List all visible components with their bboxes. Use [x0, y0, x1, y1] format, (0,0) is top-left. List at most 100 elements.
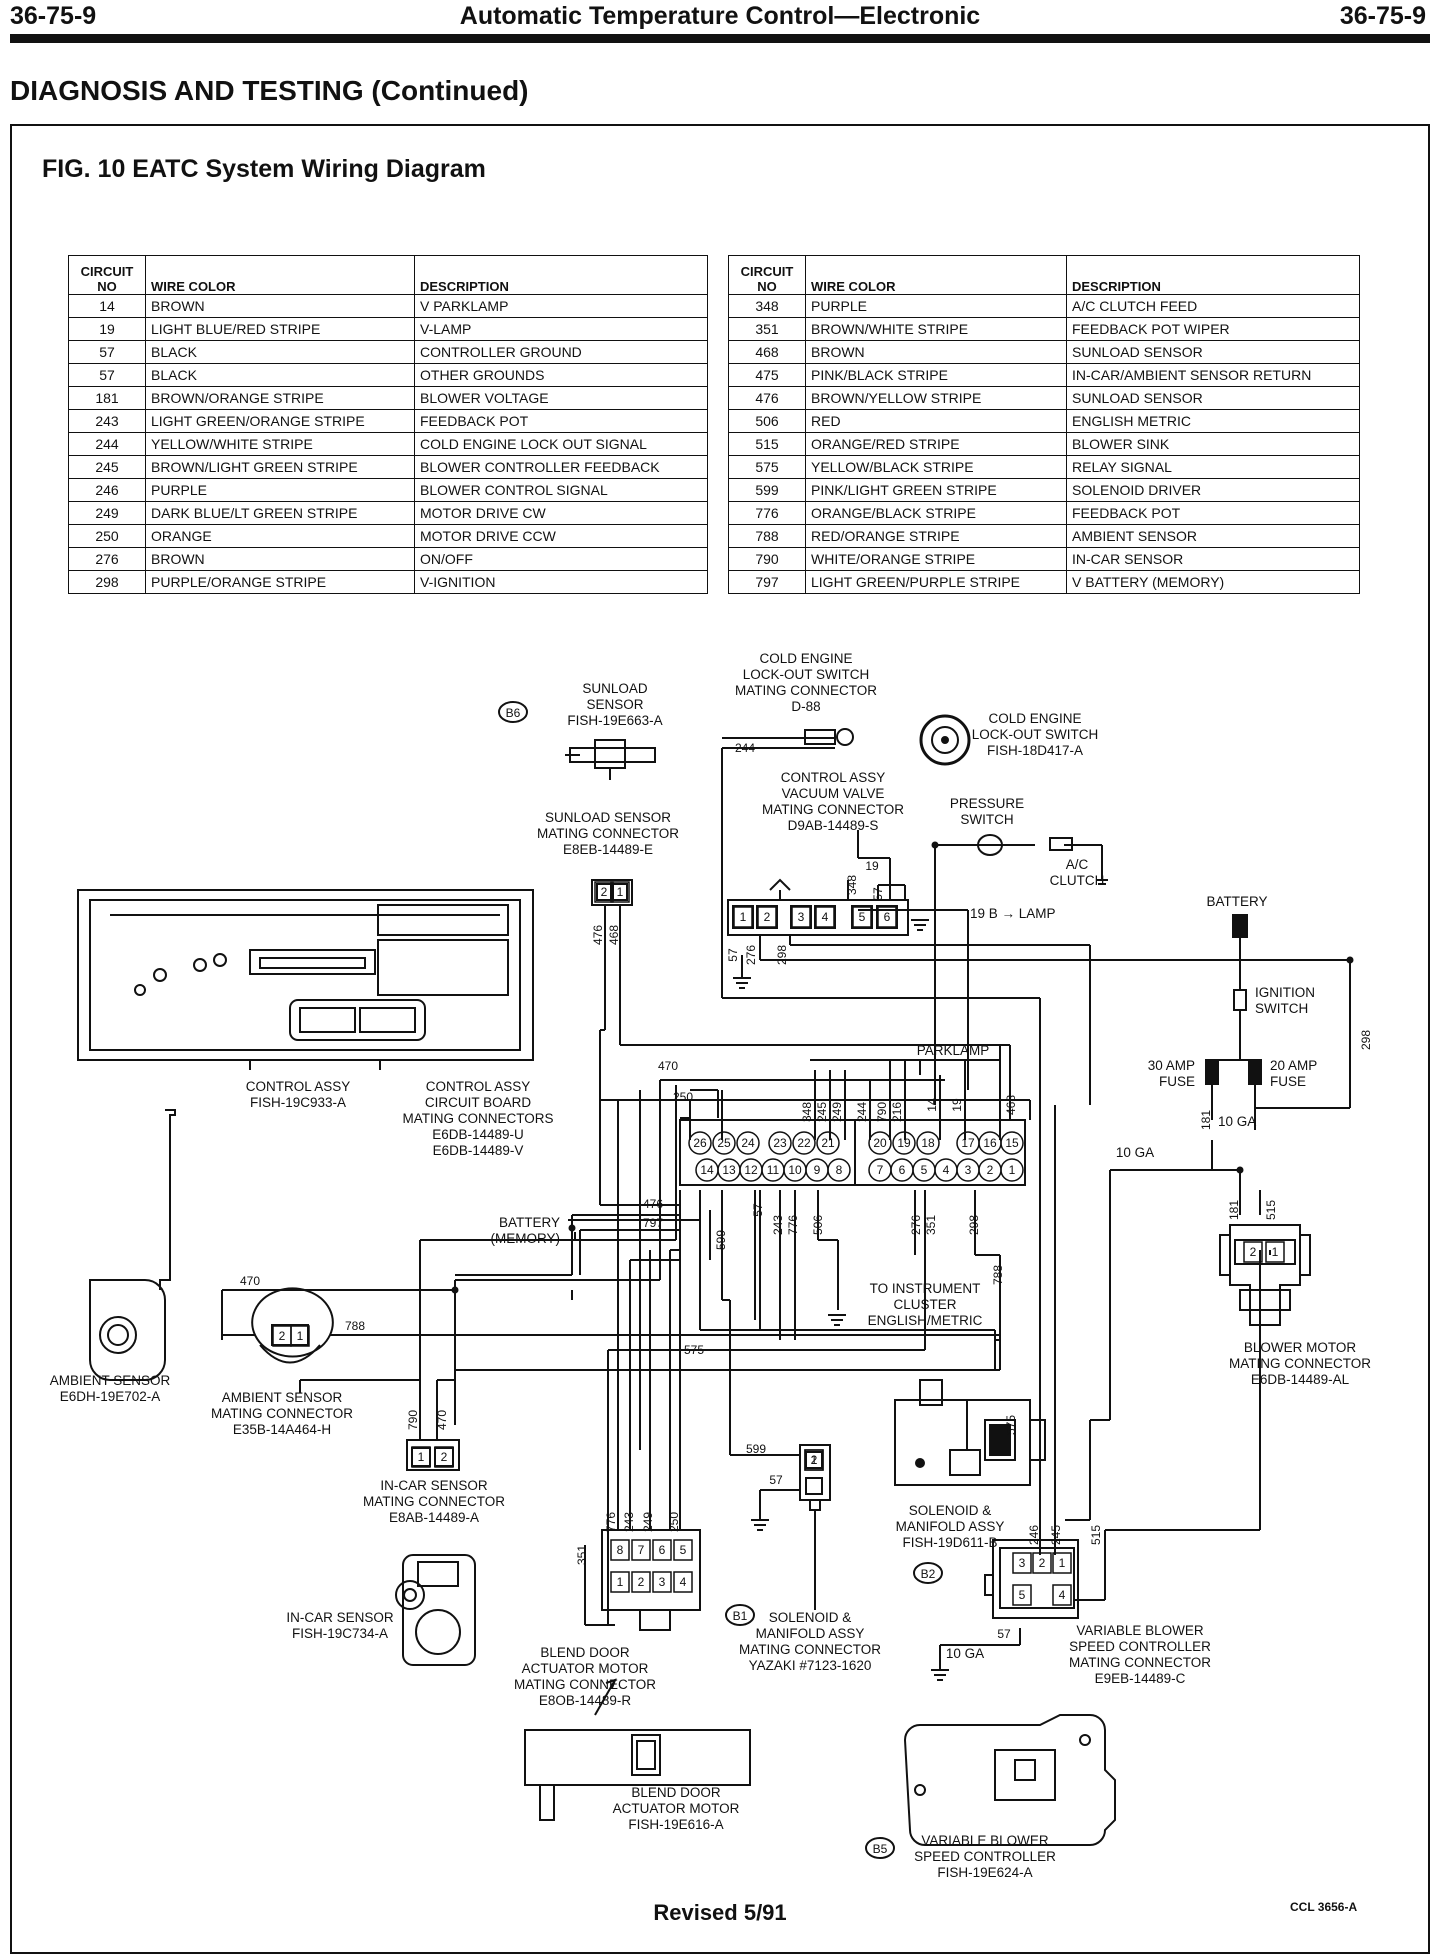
blend-door-motor-body [524, 1729, 751, 1821]
instrument-cluster-label: CLUSTER [893, 1297, 956, 1312]
cold-engine-connector-label: MATING CONNECTOR [735, 683, 877, 698]
board-bottom-right-pin-label: 4 [943, 1163, 950, 1177]
circuit-description: V BATTERY (MEMORY) [1066, 570, 1360, 594]
wire-number-506: 506 [811, 1215, 825, 1235]
wire-color-header: WIRE COLOR [805, 255, 1067, 295]
board-bottom-left-pin-label: 14 [700, 1163, 714, 1177]
circuit-description: MOTOR DRIVE CW [414, 501, 708, 525]
wire-color: LIGHT GREEN/ORANGE STRIPE [145, 409, 415, 433]
ignition-switch-label: SWITCH [1255, 1001, 1308, 1016]
instrument-cluster-label: ENGLISH/METRIC [868, 1313, 983, 1328]
circuit-description: V-LAMP [414, 317, 708, 341]
circuit-no: 468 [728, 340, 806, 364]
board-bottom-left-pin-label: 9 [814, 1163, 821, 1177]
callout-b2 [913, 1562, 943, 1584]
board-top-right-pin-label: 17 [961, 1136, 975, 1150]
blower-motor-connector-pin [1243, 1241, 1263, 1263]
sunload-sensor-label: SUNLOAD [582, 681, 648, 696]
cold-engine-connector-label: COLD ENGINE [759, 651, 852, 666]
vacuum-valve-pin-label: 3 [798, 910, 805, 924]
sunload-connector-label: SUNLOAD SENSOR [545, 810, 671, 825]
vbsc-connector-pin-label: 1 [1059, 1556, 1066, 1570]
board-bottom-right-pin-label: 7 [877, 1163, 884, 1177]
wire-number-515: 515 [1089, 1525, 1103, 1545]
solenoid-connector-label: YAZAKI #7123-1620 [749, 1658, 872, 1673]
vbsc-connector-label: VARIABLE BLOWER [1076, 1623, 1204, 1638]
board-top-right-pin [1000, 1131, 1024, 1155]
circuit-description: ON/OFF [414, 547, 708, 571]
ambient-connector-pin [290, 1325, 310, 1347]
wire-number-468: 468 [607, 925, 621, 945]
board-top-right-pin [916, 1131, 940, 1155]
wire-color: BROWN/ORANGE STRIPE [145, 386, 415, 410]
ground-symbol [751, 1519, 769, 1531]
ambient-sensor-label: E6DH-19E702-A [60, 1389, 161, 1404]
vbsc-label: VARIABLE BLOWER [921, 1833, 1049, 1848]
vacuum-valve-connector-label: MATING CONNECTOR [762, 802, 904, 817]
fuse-30-body [1205, 1059, 1219, 1085]
wire-number-351: 351 [924, 1215, 938, 1235]
pressure-switch-label: PRESSURE [950, 796, 1024, 811]
vbsc-label: SPEED CONTROLLER [914, 1849, 1056, 1864]
board-top-left-pin-label: 24 [741, 1136, 755, 1150]
board-bottom-left-pin-label: 13 [722, 1163, 736, 1177]
sunload-connector-pin-label: 1 [617, 885, 624, 899]
blower-motor-connector-pin [1265, 1241, 1285, 1263]
wire-color: YELLOW/WHITE STRIPE [145, 432, 415, 456]
pressure-switch-label: SWITCH [960, 812, 1013, 827]
sunload-connector-pin [594, 881, 614, 903]
ac-clutch-label: A/C [1066, 857, 1089, 872]
vbsc-connector-pin-label: 4 [1059, 1588, 1066, 1602]
vbsc-connector-pin [1052, 1584, 1072, 1606]
circuit-description: IN-CAR/AMBIENT SENSOR RETURN [1066, 363, 1360, 387]
blend-door-motor-label: ACTUATOR MOTOR [613, 1801, 740, 1816]
ground-symbol [911, 919, 929, 931]
wire-number-470: 470 [240, 1274, 260, 1288]
ten-ga-label: 10 GA [1116, 1145, 1154, 1160]
wire-number-776: 776 [786, 1215, 800, 1235]
description-header: DESCRIPTION [1066, 255, 1360, 295]
solenoid-assy-label: MANIFOLD ASSY [896, 1519, 1005, 1534]
callout-b5-text: B5 [873, 1842, 888, 1856]
board-bottom-left-pin [827, 1158, 851, 1182]
ground-symbols [733, 879, 1108, 1681]
incar-connector-label: IN-CAR SENSOR [380, 1478, 488, 1493]
wire-number-575: 575 [1004, 1415, 1018, 1435]
wire-number-57: 57 [997, 1627, 1011, 1641]
wire-number-788: 788 [345, 1319, 365, 1333]
board-top-left-pin [712, 1131, 736, 1155]
circuit-board-connectors-label: CONTROL ASSY [426, 1079, 531, 1094]
blend-door-connector-pin-label: 4 [680, 1575, 687, 1589]
board-top-right-pin [868, 1131, 892, 1155]
ac-clutch [1049, 837, 1073, 851]
board-bottom-right-pin-label: 5 [921, 1163, 928, 1177]
vbsc-connector-pin [1012, 1552, 1032, 1574]
wire-number-181: 181 [1227, 1200, 1241, 1220]
blend-door-connector-pin [610, 1539, 630, 1561]
wire-color: LIGHT GREEN/PURPLE STRIPE [805, 570, 1067, 594]
circuit-board-connector [679, 1119, 1026, 1186]
blend-door-connector-pin [673, 1571, 693, 1593]
circuit-description: COLD ENGINE LOCK OUT SIGNAL [414, 432, 708, 456]
blower-motor-connector-label: MATING CONNECTOR [1229, 1356, 1371, 1371]
wire-number-515: 515 [1264, 1200, 1278, 1220]
board-top-right-pin-label: 18 [921, 1136, 935, 1150]
incar-sensor-label: IN-CAR SENSOR [286, 1610, 394, 1625]
wire-number-249: 249 [830, 1102, 844, 1122]
vbsc-connector-pin-label: 3 [1019, 1556, 1026, 1570]
vbsc-connector-pin [1012, 1584, 1032, 1606]
circuit-board-connectors-label: E6DB-14489-U [432, 1127, 524, 1142]
solenoid-connector-pin-label: 2 [811, 1453, 818, 1467]
circuit-description: FEEDBACK POT [414, 409, 708, 433]
wire-number-470: 470 [658, 1059, 678, 1073]
cold-engine-connector-label: D-88 [791, 699, 820, 714]
board-top-right-pin-label: 16 [983, 1136, 997, 1150]
